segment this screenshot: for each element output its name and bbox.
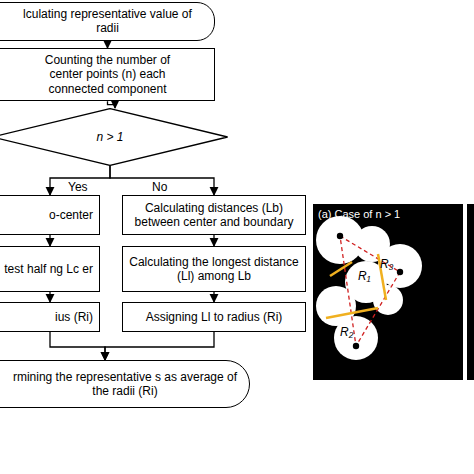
triangle — [340, 236, 400, 346]
circle-cluster — [316, 216, 422, 360]
flow-arrow — [105, 332, 214, 360]
edge-label: No — [150, 181, 169, 194]
flow-arrow — [213, 292, 214, 302]
image-panel — [313, 204, 463, 380]
box-text: rmining the representative s as average … — [11, 370, 239, 399]
flow-arrow — [107, 41, 108, 48]
process-box: Counting the number of center points (n)… — [0, 48, 215, 101]
flow-arrow — [50, 332, 105, 360]
flow-arrow — [50, 166, 110, 195]
process-box: Calculating distances (Lb) between cente… — [122, 195, 306, 235]
radius-label: R₃ — [380, 258, 393, 271]
terminal: rmining the representative s as average … — [0, 360, 250, 408]
flow-arrow — [49, 292, 50, 302]
decision-diamond: n > 1 — [0, 108, 230, 166]
process-box: o-center — [0, 195, 100, 235]
box-text: ius (Ri) — [0, 310, 93, 324]
flow-arrow — [213, 235, 214, 246]
edge-label: Yes — [66, 181, 90, 194]
decision-text: n > 1 — [96, 130, 123, 144]
flow-arrow — [110, 166, 214, 195]
box-text: Calculating distances (Lb) between cente… — [127, 201, 301, 230]
image-panel — [467, 204, 474, 380]
flow-arrow — [49, 235, 50, 246]
box-text: lculating representative value of radii — [11, 7, 204, 36]
radius-label: R₂ — [340, 326, 353, 339]
center-point — [337, 233, 403, 349]
process-box: ius (Ri) — [0, 302, 100, 332]
process-box: test half ng Lc er — [0, 246, 100, 292]
panel-title: (a) Case of n > 1 — [318, 208, 400, 220]
box-text: Assigning Ll to radius (Ri) — [127, 310, 301, 324]
process-box: Assigning Ll to radius (Ri) — [122, 302, 306, 332]
boundary-line — [330, 262, 352, 276]
process-box: Calculating the longest distance (Ll) am… — [122, 246, 306, 292]
box-text: o-center — [0, 208, 93, 222]
boundary-line — [326, 308, 378, 318]
box-text: test half ng Lc er — [0, 262, 93, 276]
terminal: lculating representative value of radii — [0, 2, 215, 41]
flow-arrow — [108, 101, 116, 108]
box-text: Calculating the longest distance (Ll) am… — [127, 255, 301, 284]
box-text: Counting the number of center points (n)… — [31, 53, 184, 96]
radius-label: R₁ — [358, 270, 370, 283]
